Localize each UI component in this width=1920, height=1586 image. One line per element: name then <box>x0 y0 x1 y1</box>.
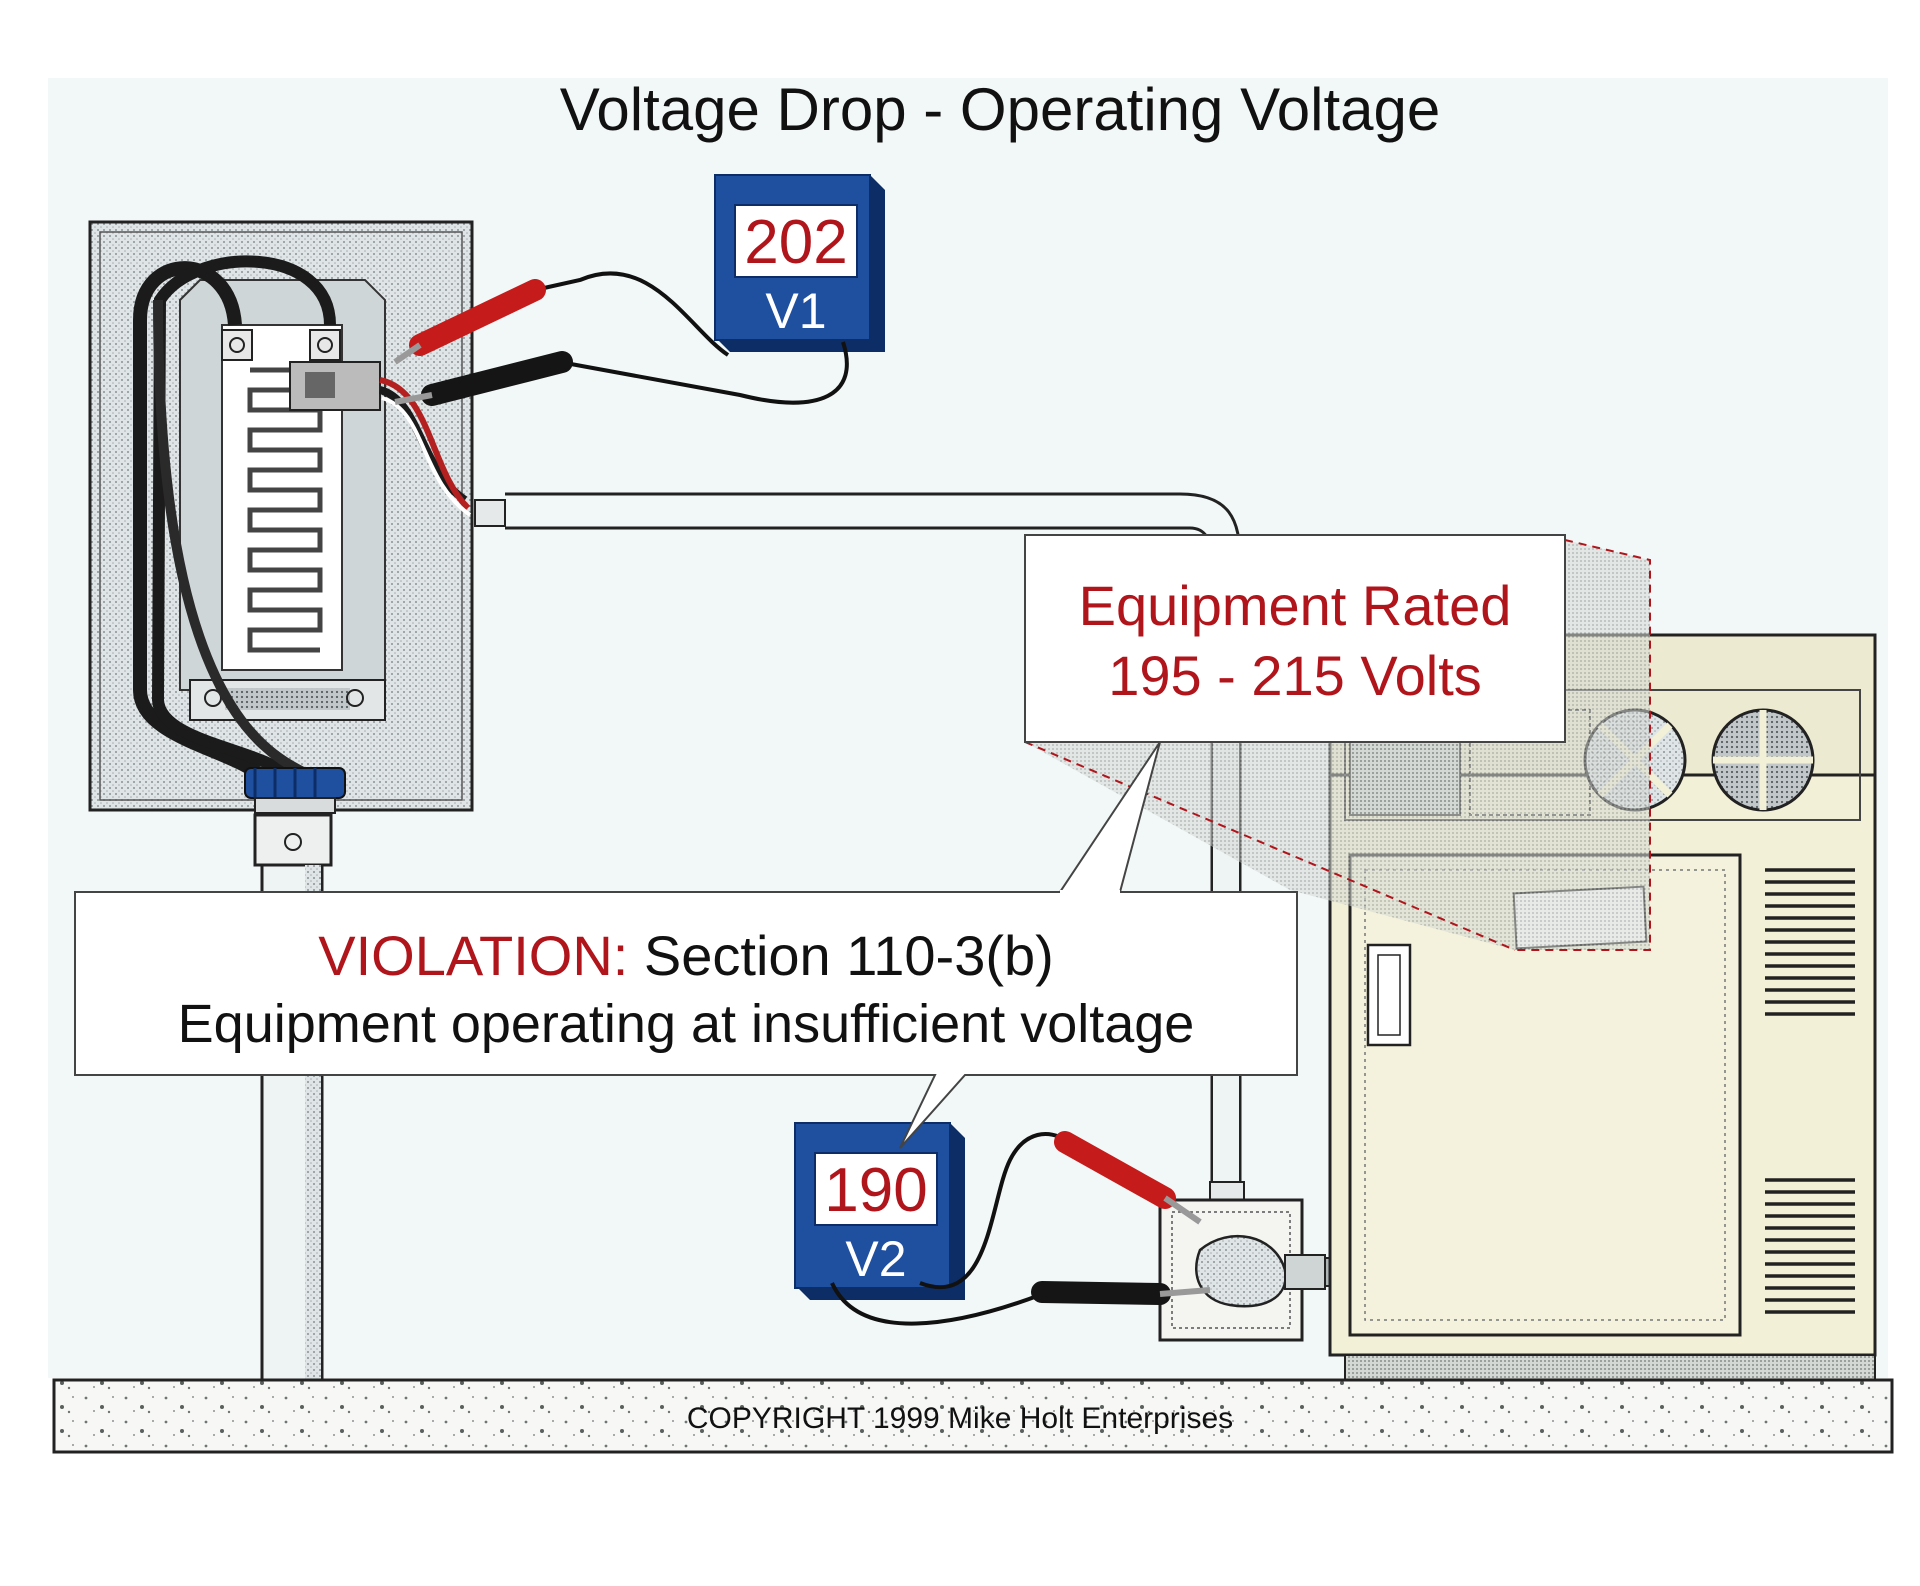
meter-v1-reading: 202 <box>744 208 847 277</box>
rating-callout-line1: Equipment Rated <box>1079 574 1512 637</box>
violation-section: Section 110-3(b) <box>628 924 1053 987</box>
meter-v1-label: V1 <box>765 283 826 339</box>
fan-icon <box>1711 708 1815 812</box>
receptacle-box <box>1158 1198 1396 1342</box>
meter-v2: 190 V2 <box>794 1122 965 1300</box>
meter-v2-reading: 190 <box>824 1156 927 1225</box>
meter-v1-display <box>734 204 858 278</box>
meter-v2-label: V2 <box>845 1231 906 1287</box>
violation-callout: VIOLATION: Section 110-3(b) Equipment op… <box>74 890 1298 1149</box>
meter-v1: 202 V1 <box>714 174 885 352</box>
floor-slab <box>52 1378 1894 1454</box>
panelboard <box>88 220 474 814</box>
meter-v2-display <box>814 1152 938 1226</box>
violation-callout-line1: VIOLATION: Section 110-3(b) <box>318 924 1054 987</box>
rating-callout-line2: 195 - 215 Volts <box>1108 644 1482 707</box>
meter-v2-test-leads <box>830 1131 1211 1326</box>
violation-callout-line2: Equipment operating at insufficient volt… <box>178 994 1195 1054</box>
magnification-beam-outline <box>1024 539 1651 951</box>
rating-callout: Equipment Rated 195 - 215 Volts <box>1024 534 1566 743</box>
copyright-text: COPYRIGHT 1999 Mike Holt Enterprises <box>687 1402 1233 1435</box>
meter-v1-test-leads <box>393 271 849 406</box>
violation-prefix: VIOLATION: <box>318 924 628 987</box>
diagram-title: Voltage Drop - Operating Voltage <box>560 76 1441 143</box>
